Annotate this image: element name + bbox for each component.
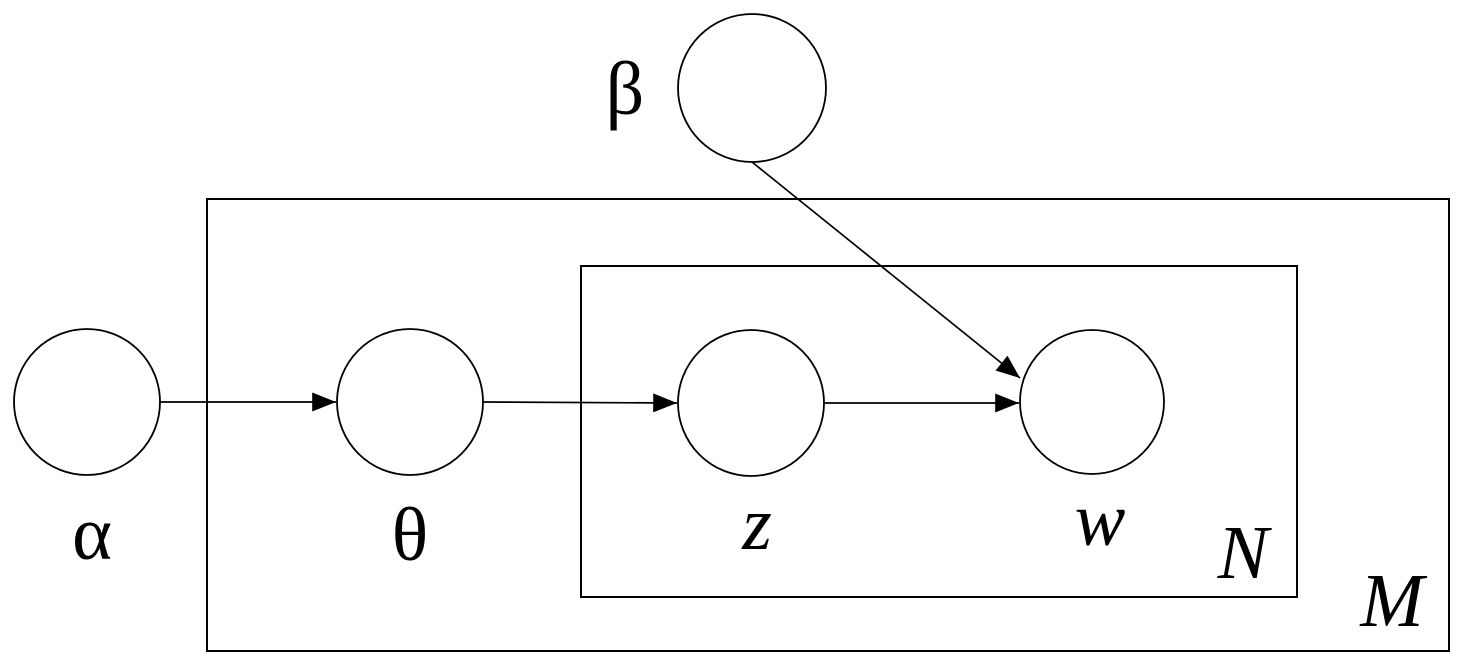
node-alpha-label: α — [72, 492, 112, 576]
node-alpha — [13, 328, 161, 476]
edge-theta-to-z — [482, 393, 678, 413]
node-beta-label: β — [606, 47, 645, 131]
edge-beta-to-w — [751, 161, 1021, 379]
node-theta — [336, 328, 484, 476]
node-theta-label: θ — [392, 493, 428, 577]
plate-N-rect — [580, 265, 1298, 598]
plate-N-label: N — [1217, 511, 1273, 595]
node-beta — [677, 13, 827, 163]
node-w-label: w — [1075, 478, 1126, 562]
plate-M-label: M — [1359, 559, 1427, 643]
node-w-observed — [1019, 329, 1165, 475]
node-z-label: z — [741, 482, 772, 566]
node-z — [677, 329, 825, 477]
plate-M-rect — [206, 198, 1450, 652]
